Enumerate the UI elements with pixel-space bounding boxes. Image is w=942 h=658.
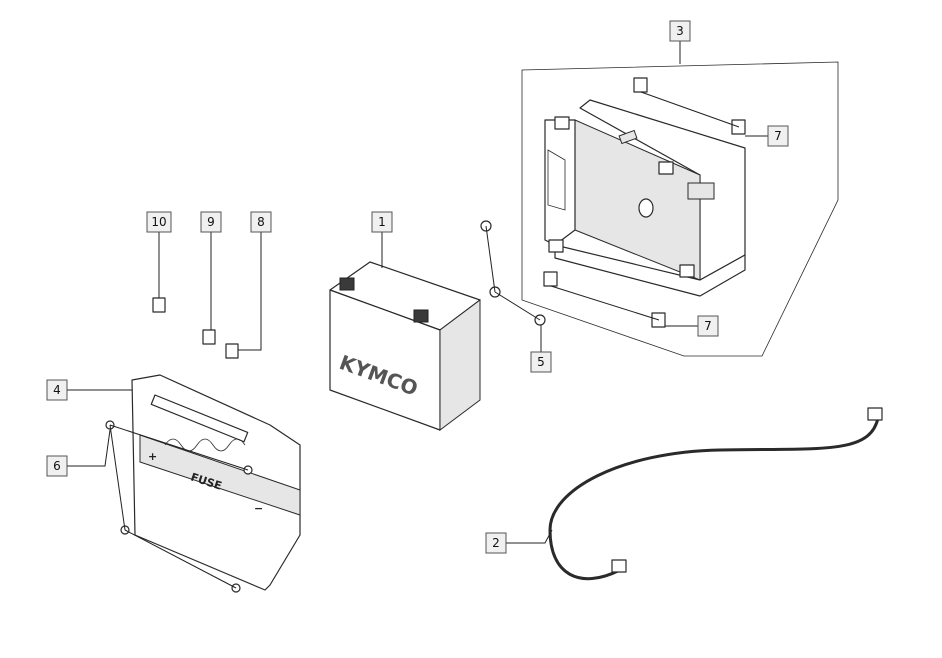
callout-6-label: 6 (53, 459, 61, 473)
bolt-leader (485, 225, 496, 293)
battery-box-outline (521, 61, 839, 357)
battery-box-left-cutout (547, 149, 566, 211)
callout-5-label: 5 (537, 355, 545, 369)
leader-7-pair-bottom (550, 285, 660, 321)
callout-2: 2 (485, 532, 507, 554)
screws-part-6 (105, 420, 253, 593)
callout-8: 8 (250, 211, 272, 233)
leader-8 (238, 232, 262, 351)
battery-box-group (521, 61, 839, 357)
battery-box-hole (638, 198, 654, 218)
screw-leader (109, 424, 249, 471)
screw-leader (124, 529, 237, 589)
callout-1-label: 1 (378, 215, 386, 229)
fuse-plate-wave (164, 438, 246, 452)
battery-side (439, 299, 481, 431)
box-clip (658, 161, 674, 175)
cable-part-2 (548, 407, 883, 581)
callout-5: 5 (530, 351, 552, 373)
cable-terminal-end (611, 559, 627, 573)
callout-7a-label: 7 (774, 129, 782, 143)
battery-terminal-positive (339, 277, 355, 291)
callout-3: 3 (669, 20, 691, 42)
leader-7-pair-top (640, 91, 740, 128)
callout-4: 4 (46, 379, 68, 401)
fuse-plate-plus-symbol: + (148, 450, 157, 463)
callout-4-label: 4 (53, 383, 61, 397)
callout-7b: 7 (697, 315, 719, 337)
cable-wire (548, 417, 880, 581)
battery-box-window (687, 182, 715, 200)
fuse-part-10 (152, 297, 166, 313)
callout-7a: 7 (767, 125, 789, 147)
callout-2-label: 2 (492, 536, 500, 550)
bolt-leader (494, 291, 541, 321)
clip-nut-part-7 (543, 271, 558, 287)
fuse-plate-top-slot (150, 394, 249, 443)
callout-3-label: 3 (676, 24, 684, 38)
battery-box-front-wall (554, 244, 746, 297)
fuses-group (152, 297, 239, 359)
fuse-part-9 (202, 329, 216, 345)
battery-box-slot (618, 129, 638, 145)
battery-terminal-negative (413, 309, 429, 323)
bolts-part-5 (480, 220, 546, 326)
fuse-part-8 (225, 343, 239, 359)
callout-8-label: 8 (257, 215, 265, 229)
leader-2 (506, 529, 553, 544)
cable-terminal-end (867, 407, 883, 421)
callout-10: 10 (146, 211, 172, 233)
callout-9: 9 (200, 211, 222, 233)
battery-part-1: KYMCO (329, 261, 481, 431)
callout-1: 1 (371, 211, 393, 233)
box-clip (548, 239, 564, 253)
fuse-plate-part-4: + FUSE − (131, 374, 301, 591)
leader-6 (67, 429, 111, 467)
box-clip (679, 264, 695, 278)
callout-10-label: 10 (151, 215, 166, 229)
battery-box-left-wall (544, 119, 576, 246)
callout-6: 6 (46, 455, 68, 477)
fuse-plate-minus-symbol: − (254, 502, 263, 515)
callout-leaders (67, 41, 768, 544)
callout-9-label: 9 (207, 215, 215, 229)
screw-leader (109, 424, 126, 531)
box-clip (554, 116, 570, 130)
callout-7b-label: 7 (704, 319, 712, 333)
clip-nut-part-7 (633, 77, 648, 93)
